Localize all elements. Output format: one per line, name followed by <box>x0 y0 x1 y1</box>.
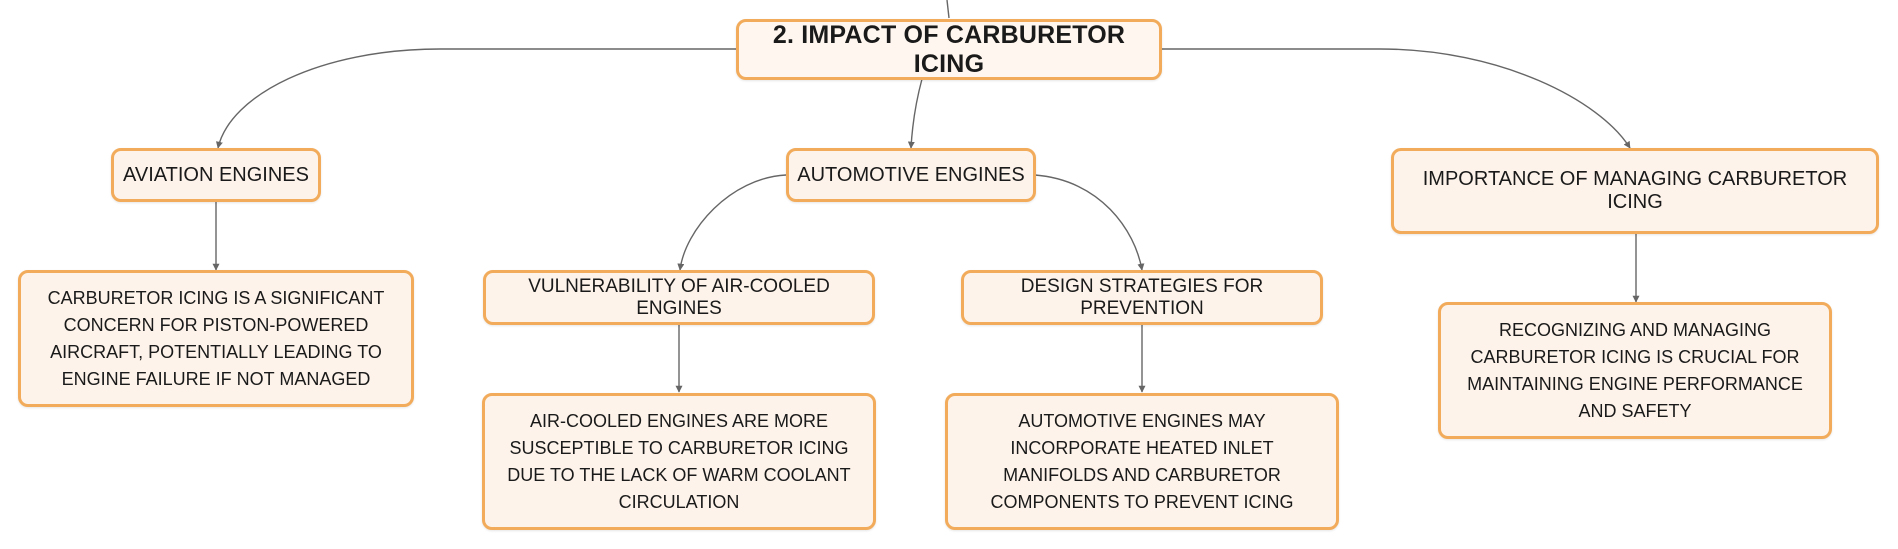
connector-root-to-automotive <box>907 78 923 149</box>
vulnerability-node[interactable]: VULNERABILITY OF AIR-COOLED ENGINES <box>483 270 875 325</box>
automotive-engines-label: AUTOMOTIVE ENGINES <box>797 163 1025 186</box>
vulnerability-label: VULNERABILITY OF AIR-COOLED ENGINES <box>528 275 830 319</box>
importance-detail-node[interactable]: RECOGNIZING AND MANAGING CARBURETOR ICIN… <box>1438 302 1832 439</box>
vulnerability-detail-node[interactable]: AIR-COOLED ENGINES ARE MORE SUSCEPTIBLE … <box>482 393 876 530</box>
root-node-label: 2. IMPACT OF CARBURETOR ICING <box>772 20 1126 78</box>
connector-parent-to-root <box>946 0 950 19</box>
importance-label: IMPORTANCE OF MANAGING CARBURETOR ICING <box>1422 168 1848 213</box>
connector-root-to-importance <box>1161 48 1631 149</box>
root-node[interactable]: 2. IMPACT OF CARBURETOR ICING <box>736 19 1162 80</box>
importance-node[interactable]: IMPORTANCE OF MANAGING CARBURETOR ICING <box>1391 148 1879 234</box>
design-detail-text: AUTOMOTIVE ENGINES MAY INCORPORATE HEATE… <box>990 410 1294 512</box>
design-strategies-node[interactable]: DESIGN STRATEGIES FOR PREVENTION <box>961 270 1323 325</box>
connector-root-to-aviation <box>215 48 737 149</box>
automotive-engines-node[interactable]: AUTOMOTIVE ENGINES <box>786 148 1036 202</box>
design-strategies-label: DESIGN STRATEGIES FOR PREVENTION <box>1020 275 1264 319</box>
aviation-detail-text: CARBURETOR ICING IS A SIGNIFICANT CONCER… <box>47 287 385 389</box>
aviation-detail-node[interactable]: CARBURETOR ICING IS A SIGNIFICANT CONCER… <box>18 270 414 407</box>
aviation-engines-label: AVIATION ENGINES <box>123 163 309 186</box>
connector-automotive-to-design <box>1034 174 1145 271</box>
importance-detail-text: RECOGNIZING AND MANAGING CARBURETOR ICIN… <box>1467 319 1803 421</box>
aviation-engines-node[interactable]: AVIATION ENGINES <box>111 148 321 202</box>
vulnerability-detail-text: AIR-COOLED ENGINES ARE MORE SUSCEPTIBLE … <box>507 410 851 512</box>
design-detail-node[interactable]: AUTOMOTIVE ENGINES MAY INCORPORATE HEATE… <box>945 393 1339 530</box>
connector-automotive-to-vulnerability <box>677 174 787 271</box>
